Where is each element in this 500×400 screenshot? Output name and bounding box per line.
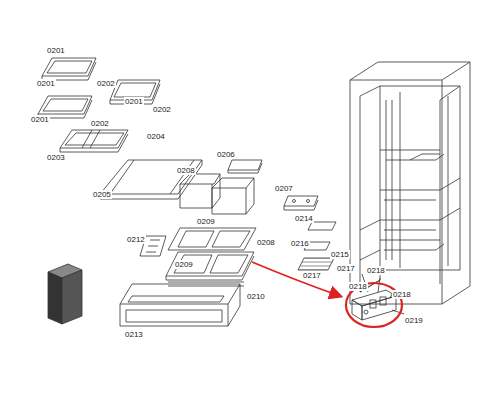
callout-number: 0219 [404, 316, 424, 325]
callout-number: 0208 [176, 166, 196, 175]
callout-number: 0218 [392, 290, 412, 299]
callout-number: 0202 [152, 105, 172, 114]
callout-number: 0217 [302, 271, 322, 280]
callout-number: 0202 [96, 79, 116, 88]
callout-number: 0201 [46, 46, 66, 55]
callout-number: 0208 [256, 238, 276, 247]
callout-number: 0206 [216, 150, 236, 159]
callout-number: 0214 [294, 214, 314, 223]
callout-number: 0218 [366, 266, 386, 275]
callout-number: 0201 [30, 115, 50, 124]
callout-number: 0205 [92, 190, 112, 199]
callout-number: 0203 [46, 153, 66, 162]
callout-number: 0202 [90, 119, 110, 128]
callout-number: 0212 [126, 235, 146, 244]
callout-number: 0209 [174, 260, 194, 269]
callout-number: 0215 [330, 250, 350, 259]
callout-number: 0210 [246, 292, 266, 301]
callout-number: 0201 [36, 79, 56, 88]
callout-number: 0204 [146, 132, 166, 141]
callout-number: 0201 [124, 97, 144, 106]
callout-number: 0207 [274, 184, 294, 193]
callout-number: 0213 [124, 330, 144, 339]
callout-number: 0217 [336, 264, 356, 273]
callout-number: 0216 [290, 239, 310, 248]
callout-number: 0209 [196, 217, 216, 226]
callout-number: 0218 [348, 282, 368, 291]
